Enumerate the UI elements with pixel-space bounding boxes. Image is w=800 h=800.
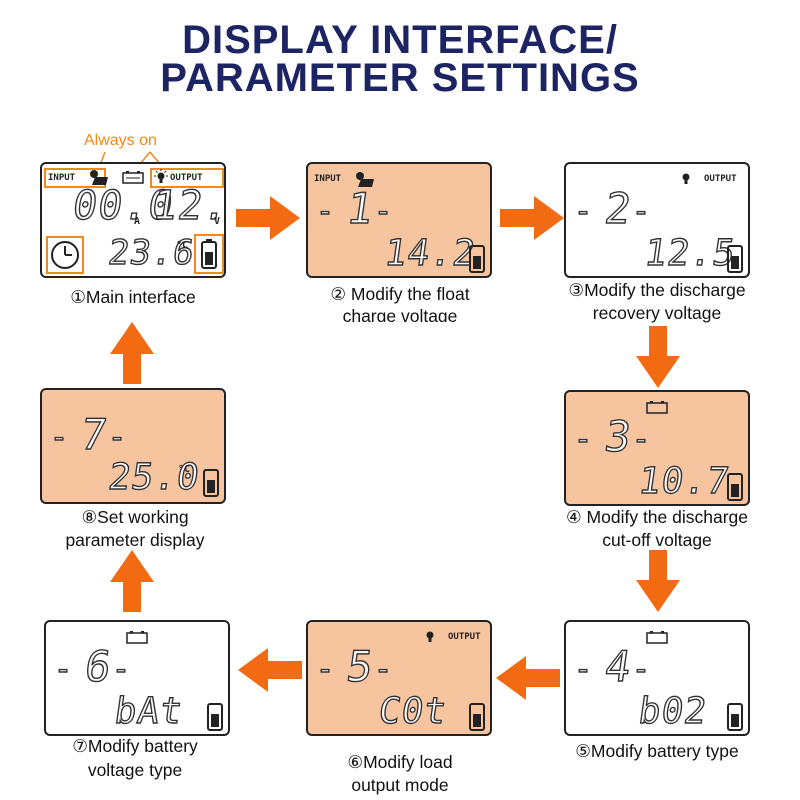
dash-left: - <box>573 651 593 687</box>
step-number: 2 <box>601 183 636 233</box>
parameter-value: C0t <box>375 690 450 732</box>
caption-load-mode-2: output mode <box>351 775 449 795</box>
caption-battery-type: ⑤Modify battery type <box>575 741 739 761</box>
lcd-discharge-cutoff: - 3 - 10.7 <box>564 390 750 506</box>
caption-main-interface: ①Main interface <box>70 287 196 307</box>
clock-icon <box>51 241 79 269</box>
bulb-icon <box>154 169 168 183</box>
dash-right: - <box>111 651 131 687</box>
lcd-battery-voltage-type: - 6 - bAt <box>44 620 230 736</box>
caption-working-param-2: parameter display <box>65 530 205 550</box>
step-number: 1 <box>343 183 378 233</box>
parameter-value: 14.2 <box>381 232 479 274</box>
arrow-down-icon <box>636 550 680 612</box>
title-line-2: PARAMETER SETTINGS <box>160 56 640 100</box>
input-label: INPUT <box>48 173 76 183</box>
lcd-discharge-recovery: OUTPUT - 2 - 12.5 <box>564 162 750 278</box>
solar-panel-icon <box>90 170 108 185</box>
battery-icon <box>122 171 144 184</box>
step-number: 7 <box>77 409 112 459</box>
dash-right: - <box>631 651 651 687</box>
output-label: OUTPUT <box>170 173 203 183</box>
current-unit: A <box>134 216 141 227</box>
battery-icon <box>126 631 148 644</box>
parameter-value: 12.5 <box>641 232 739 274</box>
arrow-left-icon <box>238 648 302 692</box>
clock-highlight-box <box>46 236 84 274</box>
caption-recovery-1: ③Modify the discharge <box>568 280 746 300</box>
arrow-up-icon <box>110 550 154 612</box>
caption-cutoff-1: ④ Modify the discharge <box>565 507 749 527</box>
dash-left: - <box>573 421 593 457</box>
phone-battery-icon <box>727 473 743 501</box>
dash-right: - <box>107 419 127 455</box>
phone-battery-icon <box>207 703 223 731</box>
phone-battery-icon <box>469 703 485 731</box>
always-on-label: Always on <box>84 132 157 149</box>
dash-left: - <box>315 193 335 229</box>
temperature-unit: °C <box>176 240 189 251</box>
phone-battery-icon <box>727 245 743 273</box>
dash-left: - <box>53 651 73 687</box>
phone-battery-icon <box>201 239 217 269</box>
step-number: 3 <box>601 411 636 461</box>
arrow-left-icon <box>496 656 560 700</box>
parameter-value: b02 <box>635 690 710 732</box>
caption-cutoff-2: cut-off voltage <box>602 530 712 550</box>
battery-icon <box>646 631 668 644</box>
lcd-load-output-mode: OUTPUT - 5 - C0t <box>306 620 492 736</box>
caption-voltage-type-1: ⑦Modify battery <box>72 736 198 756</box>
lcd-battery-type: - 4 - b02 <box>564 620 750 736</box>
caption-load-mode-1: ⑥Modify load <box>347 752 453 772</box>
step-number: 4 <box>601 641 636 691</box>
output-highlight-box <box>150 168 224 188</box>
caption-float-charge-1: ② Modify the float <box>330 284 470 304</box>
output-label: OUTPUT <box>448 632 481 642</box>
dash-right: - <box>631 193 651 229</box>
dash-right: - <box>373 193 393 229</box>
dash-left: - <box>573 193 593 229</box>
lcd-float-charge: INPUT - 1 - 14.2 <box>306 162 492 278</box>
phone-battery-icon <box>469 245 485 273</box>
phone-battery-icon <box>727 703 743 731</box>
caption-voltage-type-2: voltage type <box>87 760 183 780</box>
output-label: OUTPUT <box>704 174 737 184</box>
lcd-working-parameter: - 7 - 25.0 °C <box>40 388 226 504</box>
arrow-right-icon <box>236 196 300 240</box>
temperature-unit: °C <box>178 464 191 475</box>
battery-icon <box>646 401 668 414</box>
parameter-value: bAt <box>111 690 186 732</box>
step-number: 6 <box>81 641 116 691</box>
lcd-main-interface: INPUT OUTPUT 00.0 A 12.4 V 23.6 °C <box>40 162 226 278</box>
input-label: INPUT <box>314 174 342 184</box>
dash-left: - <box>315 651 335 687</box>
caption-recovery-2: recovery voltage <box>592 303 722 323</box>
dash-left: - <box>49 419 69 455</box>
bulb-icon <box>682 173 690 184</box>
dash-right: - <box>631 421 651 457</box>
voltage-unit: V <box>214 216 221 227</box>
bulb-icon <box>426 631 434 642</box>
arrow-up-icon <box>110 322 154 384</box>
solar-panel-icon <box>356 172 374 187</box>
phone-highlight-box <box>194 234 224 274</box>
step-number: 5 <box>343 641 378 691</box>
title-line-1: DISPLAY INTERFACE/ <box>182 18 618 62</box>
arrow-right-icon <box>500 196 564 240</box>
arrow-down-icon <box>636 326 680 388</box>
dash-right: - <box>373 651 393 687</box>
parameter-value: 10.7 <box>635 460 733 502</box>
phone-battery-icon <box>203 469 219 497</box>
caption-working-param-1: ⑧Set working <box>81 507 189 527</box>
caption-float-charge-2: charge voltage <box>342 306 458 322</box>
